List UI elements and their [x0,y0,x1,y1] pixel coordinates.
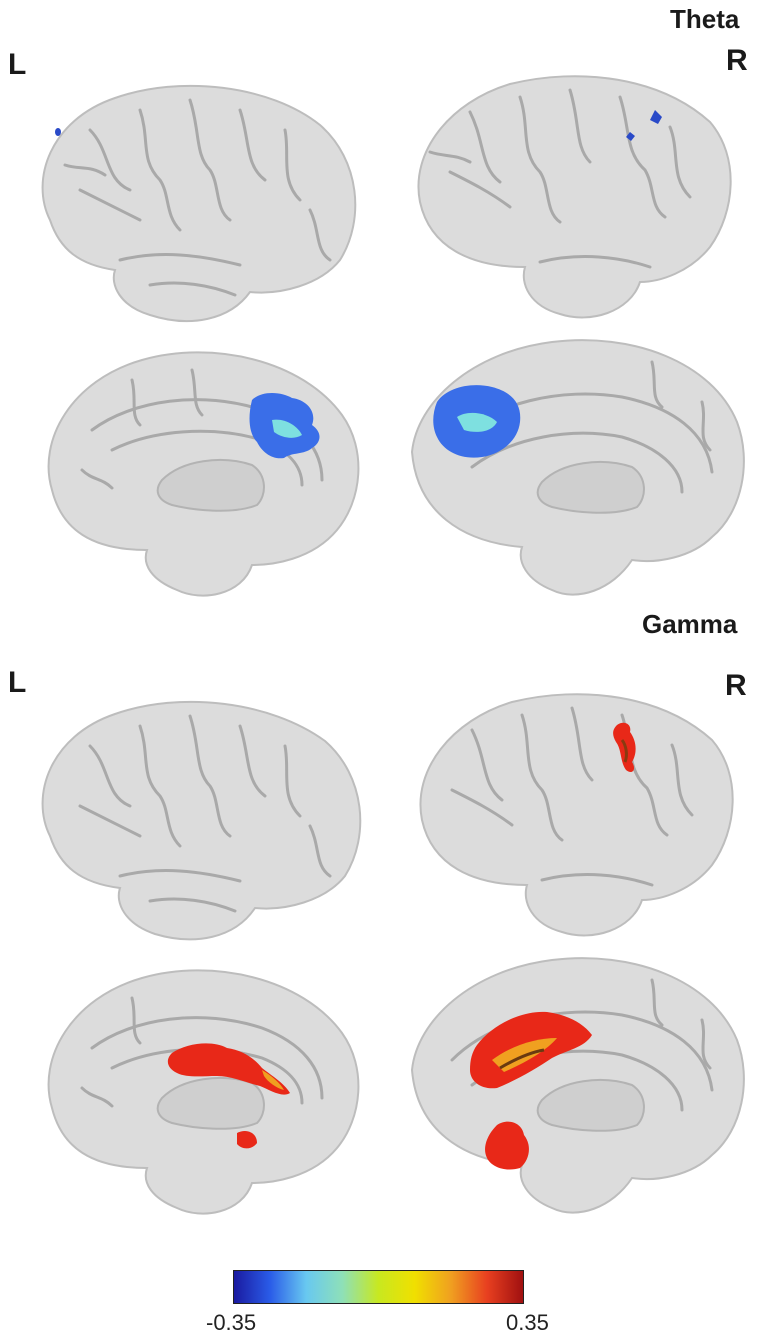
hemisphere-label-left-theta: L [8,48,27,81]
hemisphere-label-left-gamma: L [8,666,27,699]
brain-gamma-left-lateral [41,700,362,941]
hemisphere-label-right-theta: R [726,44,748,77]
hemisphere-label-right-gamma: R [725,669,747,702]
brain-theta-right-lateral [417,75,732,319]
colorbar-min-label: -0.35 [206,1310,257,1335]
brain-gamma-right-medial [410,957,745,1214]
panel-title-gamma: Gamma [642,609,738,639]
brain-gamma-left-medial [47,969,360,1215]
brain-theta-right-medial [410,339,745,596]
brain-theta-left-medial [47,351,360,597]
colorbar-max-label: 0.35 [506,1310,549,1335]
brain-gamma-right-lateral [419,693,734,937]
colorbar [233,1270,524,1304]
panel-title-theta: Theta [670,4,740,34]
brain-theta-left-lateral [41,84,357,322]
